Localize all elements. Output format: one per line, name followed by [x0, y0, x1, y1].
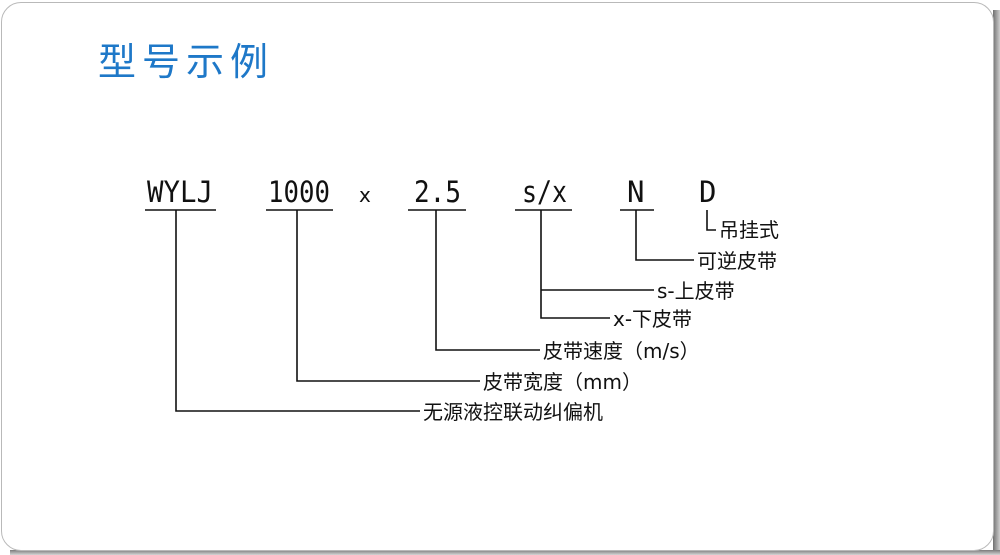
leader-series [175, 210, 420, 412]
label-lower-belt: x-下皮带 [613, 307, 692, 331]
label-belt-speed: 皮带速度（m/s） [543, 339, 700, 363]
label-upper-belt: s-上皮带 [657, 279, 735, 303]
slide-shadow-right [993, 10, 1000, 555]
leader-position-x [540, 210, 610, 319]
code-part-speed: 2.5 [414, 175, 461, 209]
code-part-reversible: N [627, 175, 644, 209]
leader-speed [435, 210, 540, 351]
label-series: 无源液控联动纠偏机 [423, 400, 603, 424]
page-title: 型号示例 [98, 40, 275, 84]
code-part-mounting: D [699, 175, 716, 209]
code-part-series: WYLJ [147, 175, 213, 209]
code-part-position: s/x [522, 175, 567, 209]
label-mounting: 吊挂式 [719, 218, 779, 242]
label-belt-width: 皮带宽度（mm） [483, 370, 642, 394]
code-part-width: 1000 [268, 175, 330, 209]
label-reversible: 可逆皮带 [697, 249, 777, 273]
leader-width [296, 210, 480, 382]
slide-shadow-bottom [10, 550, 1000, 555]
leader-mounting [706, 210, 716, 231]
leader-reversible [635, 210, 694, 261]
code-separator: x [359, 183, 371, 207]
